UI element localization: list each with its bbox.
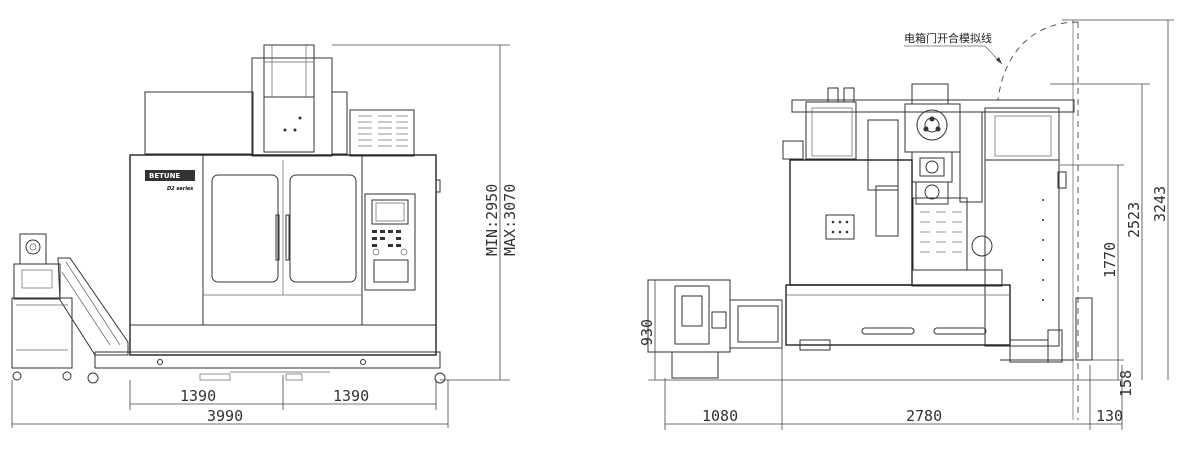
front-dim-min-height: MIN:2950	[483, 184, 501, 256]
side-dim-column-height: 2523	[1125, 202, 1143, 238]
front-chip-conveyor	[57, 257, 129, 356]
side-dim-tank-height: 930	[638, 319, 656, 346]
front-door-left	[211, 174, 279, 283]
front-view: BETUNE D2 series	[11, 44, 519, 428]
front-door-right	[289, 174, 357, 283]
side-vent-panel	[912, 197, 968, 271]
side-base	[785, 284, 1011, 346]
side-dim-base-height: 158	[1117, 370, 1135, 397]
side-dim-spindle-height: 1770	[1101, 242, 1119, 278]
side-door-swing-arc	[997, 21, 1079, 101]
front-dim-left-half: 1390	[180, 387, 216, 405]
front-nameplate	[145, 170, 195, 181]
side-view: 电箱门开合模拟线	[638, 19, 1174, 430]
front-dim-total-width: 3990	[207, 407, 243, 425]
side-spindle-motor	[911, 83, 949, 105]
side-main-body	[789, 159, 913, 286]
front-base	[94, 351, 441, 369]
front-dim-right-half: 1390	[333, 387, 369, 405]
front-dim-max-height: MAX:3070	[501, 184, 519, 256]
front-vent-box	[349, 109, 415, 157]
side-dim-mid-width: 2780	[906, 407, 942, 425]
front-enclosure	[129, 154, 437, 356]
side-coolant-tank	[647, 279, 731, 353]
side-annotation: 电箱门开合模拟线	[904, 31, 992, 45]
front-coolant-unit	[19, 233, 47, 265]
front-nameplate-text: BETUNE	[149, 172, 180, 180]
side-dim-max-height: 3243	[1151, 186, 1169, 222]
front-model-badge: D2 series	[167, 186, 193, 192]
side-dim-right-width: 130	[1096, 407, 1123, 425]
side-dim-left-width: 1080	[702, 407, 738, 425]
front-cnc-screen	[371, 199, 409, 225]
front-control-panel	[364, 193, 416, 291]
